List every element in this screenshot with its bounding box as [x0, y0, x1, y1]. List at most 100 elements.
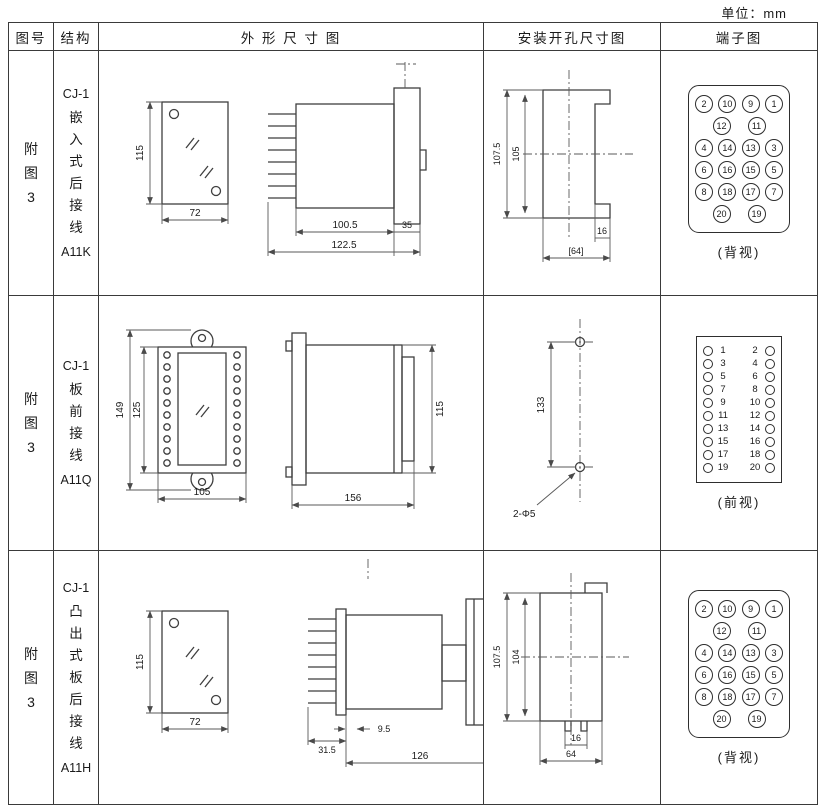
hatch-mark — [184, 137, 200, 150]
structure-row3: CJ-1 凸出式板后接线 A11H — [54, 551, 99, 804]
terminal-row: 9 10 — [703, 397, 775, 408]
mounting-svg-a11h: 107.5 104 16 64 — [492, 573, 629, 765]
dim-side-overall: 122.5 — [331, 240, 356, 251]
terminal-5: 5 — [703, 371, 729, 382]
terminal-15: 15 — [703, 436, 729, 447]
dim-mounting-small: 16 — [596, 226, 606, 236]
terminal-9: 9 — [741, 95, 760, 113]
terminal-4: 4 — [695, 643, 713, 662]
outline-svg-a11h: 115 72 31.5 9.5 — [135, 559, 483, 767]
terminal-17: 17 — [741, 183, 760, 201]
outline-drawing-a11k: 115 72 100.5 35 122.5 — [99, 51, 484, 296]
terminal-18: 18 — [718, 687, 737, 706]
dim-side-flange: 35 — [401, 220, 411, 230]
header-terminal: 端子图 — [661, 23, 817, 51]
structure-row2: CJ-1 板前接线 A11Q — [54, 296, 99, 551]
terminal-15: 15 — [741, 665, 760, 684]
dim-front-h1: 149 — [115, 401, 126, 418]
terminal-6: 6 — [749, 371, 775, 382]
dim-mounting-bottom: 64 — [565, 749, 575, 759]
mounting-drawing-a11k: 107.5 105 16 [64] — [484, 51, 661, 296]
terminal-1: 1 — [764, 95, 783, 113]
header-mounting: 安装开孔尺寸图 — [484, 23, 661, 51]
structure-code: A11K — [61, 245, 91, 259]
terminal-13: 13 — [741, 643, 760, 662]
terminal-19: 19 — [747, 709, 766, 728]
terminal-16: 16 — [718, 665, 737, 684]
dim-front-w: 105 — [193, 487, 210, 498]
model-label: CJ-1 — [62, 580, 90, 595]
terminal-5: 5 — [764, 161, 783, 179]
terminal-14: 14 — [718, 643, 737, 662]
terminal-7: 7 — [764, 183, 783, 201]
dim-mounting-inner: 105 — [511, 146, 521, 161]
pin-comb — [267, 112, 296, 199]
terminal-17: 17 — [703, 449, 729, 460]
header-figure-no: 图号 — [9, 23, 54, 51]
terminal-5: 5 — [764, 665, 783, 684]
terminal-10: 10 — [749, 397, 775, 408]
leader-line — [536, 472, 575, 505]
terminal-1: 1 — [764, 599, 783, 618]
terminal-14: 14 — [718, 139, 737, 157]
terminal-20: 20 — [712, 205, 731, 223]
mounting-drawing-a11h: 107.5 104 16 64 — [484, 551, 661, 804]
terminal-9: 9 — [703, 397, 729, 408]
terminal-10: 10 — [718, 95, 737, 113]
terminal-18: 18 — [718, 183, 737, 201]
bottom-tabs — [563, 721, 588, 732]
dim-side-body: 100.5 — [332, 220, 357, 231]
terminal-17: 17 — [741, 687, 760, 706]
model-label: CJ-1 — [62, 359, 90, 373]
dim-front-width: 72 — [189, 717, 201, 728]
dim-side-d2: 9.5 — [377, 724, 390, 734]
terminal-12: 12 — [749, 410, 775, 421]
structure-type: 板前接线 — [69, 382, 83, 463]
side-view: 100.5 35 122.5 — [267, 59, 427, 256]
terminal-14: 14 — [749, 423, 775, 434]
terminal-13: 13 — [741, 139, 760, 157]
dim-hole-spacing: 133 — [536, 396, 547, 413]
terminal-3: 3 — [764, 643, 783, 662]
terminal-7: 7 — [764, 687, 783, 706]
dim-front-height: 115 — [135, 654, 146, 670]
terminal-screws — [162, 350, 241, 467]
dim-side-h: 115 — [435, 400, 446, 416]
outline-drawing-a11q: 149 125 105 115 156 — [99, 296, 484, 551]
dim-side-w: 126 — [411, 751, 428, 762]
side-view: 31.5 9.5 126 — [307, 559, 483, 767]
mounting-svg-a11q: 133 2-Φ5 — [513, 318, 593, 520]
structure-type: 嵌入式后接线 — [69, 110, 83, 235]
terminal-16: 16 — [718, 161, 737, 179]
hatch-mark — [184, 646, 200, 660]
terminal-9: 9 — [741, 599, 760, 618]
outline-svg-a11q: 149 125 105 115 156 — [115, 328, 446, 509]
terminal-12: 12 — [712, 117, 731, 135]
mounting-drawing-a11q: 133 2-Φ5 — [484, 296, 661, 551]
terminal-6: 6 — [695, 161, 713, 179]
dim-front-height: 115 — [135, 144, 146, 160]
terminal-13: 13 — [703, 423, 729, 434]
